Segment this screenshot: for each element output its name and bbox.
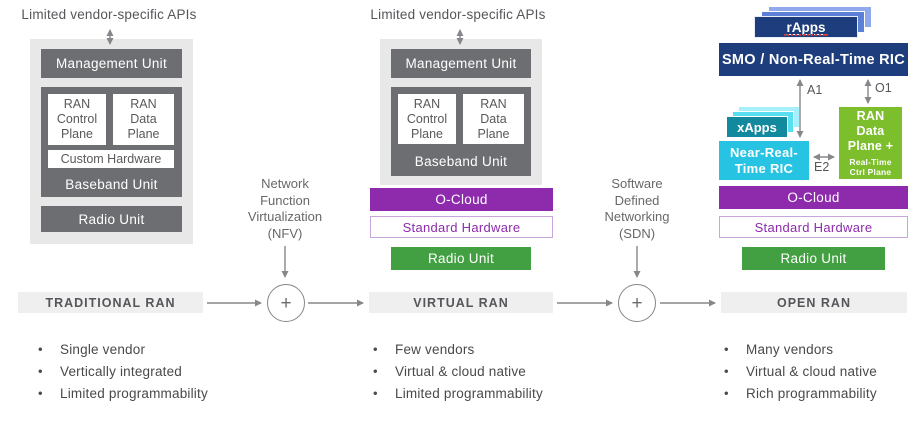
virtual-baseband-label: Baseband Unit — [414, 153, 508, 169]
open-ran-title: OPEN RAN — [721, 292, 907, 313]
bullet-item: Single vendor — [36, 338, 296, 360]
traditional-management-unit: Management Unit — [41, 49, 182, 78]
bullet-item: Virtual & cloud native — [722, 360, 914, 382]
traditional-ran-data-plane: RAN Data Plane — [113, 94, 174, 145]
virtual-radio-unit: Radio Unit — [391, 247, 531, 270]
virtual-api-label: Limited vendor-specific APIs — [370, 7, 546, 22]
traditional-api-label: Limited vendor-specific APIs — [21, 7, 197, 22]
bullet-text: Many vendors — [746, 341, 834, 357]
traditional-radio-unit: Radio Unit — [41, 206, 182, 232]
nfv-plus-node: + — [267, 284, 305, 322]
smo-non-rt-ric: SMO / Non-Real-Time RIC — [719, 43, 908, 76]
sdn-label: Software Defined Networking (SDN) — [604, 176, 670, 241]
bullet-text: Limited programmability — [395, 385, 543, 401]
open-ocloud: O-Cloud — [719, 186, 908, 209]
nfv-label: Network Function Virtualization (NFV) — [247, 176, 323, 241]
bullet-text: Single vendor — [60, 341, 146, 357]
bullet-text: Virtual & cloud native — [395, 363, 526, 379]
virtual-ran-data-plane: RAN Data Plane — [463, 94, 524, 144]
xapps-box: xApps — [726, 116, 788, 138]
rapps-box: rApps — [754, 16, 858, 38]
open-standard-hardware: Standard Hardware — [719, 216, 908, 238]
virtual-bullets: Few vendors Virtual & cloud native Limit… — [371, 338, 631, 404]
bullet-item: Limited programmability — [371, 382, 631, 404]
open-radio-unit: Radio Unit — [742, 247, 885, 270]
bullet-item: Many vendors — [722, 338, 914, 360]
virtual-ran-control-plane: RAN Control Plane — [398, 94, 456, 144]
bullet-item: Limited programmability — [36, 382, 296, 404]
virtual-ocloud: O-Cloud — [370, 188, 553, 211]
bullet-text: Few vendors — [395, 341, 475, 357]
o1-interface-label: O1 — [875, 81, 892, 95]
e2-interface-label: E2 — [814, 160, 830, 174]
bullet-item: Few vendors — [371, 338, 631, 360]
ran-data-plane-box: RAN Data Plane + Real-Time Ctrl Plane — [839, 107, 902, 179]
bullet-text: Rich programmability — [746, 385, 877, 401]
sdn-plus-node: + — [618, 284, 656, 322]
bullet-text: Virtual & cloud native — [746, 363, 877, 379]
near-rt-ric-box: Near-Real- Time RIC — [719, 141, 809, 180]
a1-interface-label: A1 — [807, 83, 823, 97]
bullet-item: Virtual & cloud native — [371, 360, 631, 382]
virtual-ran-title: VIRTUAL RAN — [369, 292, 553, 313]
bullet-text: Limited programmability — [60, 385, 208, 401]
bullet-item: Rich programmability — [722, 382, 914, 404]
ran-data-plane-sublabel: Real-Time Ctrl Plane — [849, 157, 892, 177]
traditional-ran-control-plane: RAN Control Plane — [48, 94, 106, 145]
rapps-label: rApps — [786, 19, 826, 35]
rapps-spellcheck-squiggle — [784, 34, 828, 36]
ran-data-plane-label: RAN Data Plane + — [847, 109, 894, 153]
traditional-ran-title: TRADITIONAL RAN — [18, 292, 203, 313]
open-bullets: Many vendors Virtual & cloud native Rich… — [722, 338, 914, 404]
bullet-item: Vertically integrated — [36, 360, 296, 382]
traditional-baseband-label: Baseband Unit — [65, 176, 158, 192]
traditional-custom-hardware: Custom Hardware — [48, 150, 174, 168]
bullet-text: Vertically integrated — [60, 363, 183, 379]
traditional-bullets: Single vendor Vertically integrated Limi… — [36, 338, 296, 404]
virtual-management-unit: Management Unit — [391, 49, 531, 78]
virtual-standard-hardware: Standard Hardware — [370, 216, 553, 238]
